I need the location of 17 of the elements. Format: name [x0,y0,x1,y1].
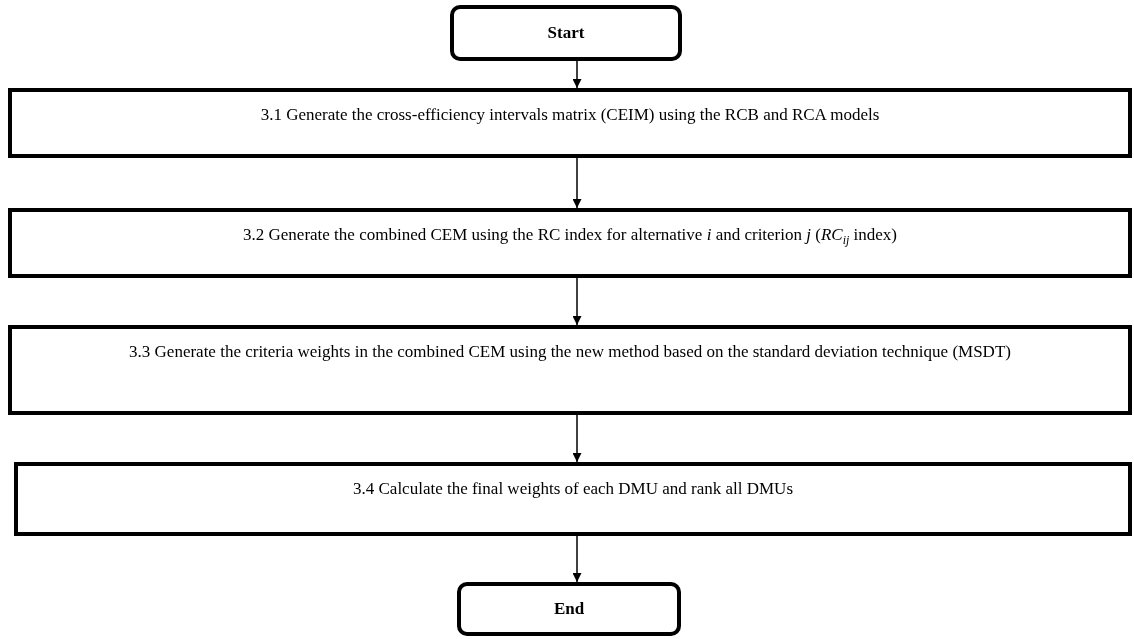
process-box [14,462,1132,536]
arrow [572,157,582,209]
step-text: 3.2 Generate the combined CEM using the RC index for alternative i and criterion j (RC$_{ij}$ index) [243,224,897,249]
process-box [8,208,1132,278]
process-box [8,88,1132,158]
arrow [572,535,582,583]
arrow [572,414,582,463]
terminal-box [450,5,682,61]
step-text: 3.3 Generate the criteria weights in the combined CEM using the new method based on the standard deviation technique (MSDT) [129,341,1011,363]
step-text: 3.4 Calculate the final weights of each DMU and rank all DMUs [353,478,793,500]
arrow [572,277,582,326]
step-text: 3.1 Generate the cross-efficiency intervals matrix (CEIM) using the RCB and RCA models [260,104,880,126]
process-box [8,325,1132,415]
terminal-label: End [553,599,585,619]
terminal-box [457,582,681,636]
arrow [572,60,582,89]
terminal-label: Start [547,23,585,43]
